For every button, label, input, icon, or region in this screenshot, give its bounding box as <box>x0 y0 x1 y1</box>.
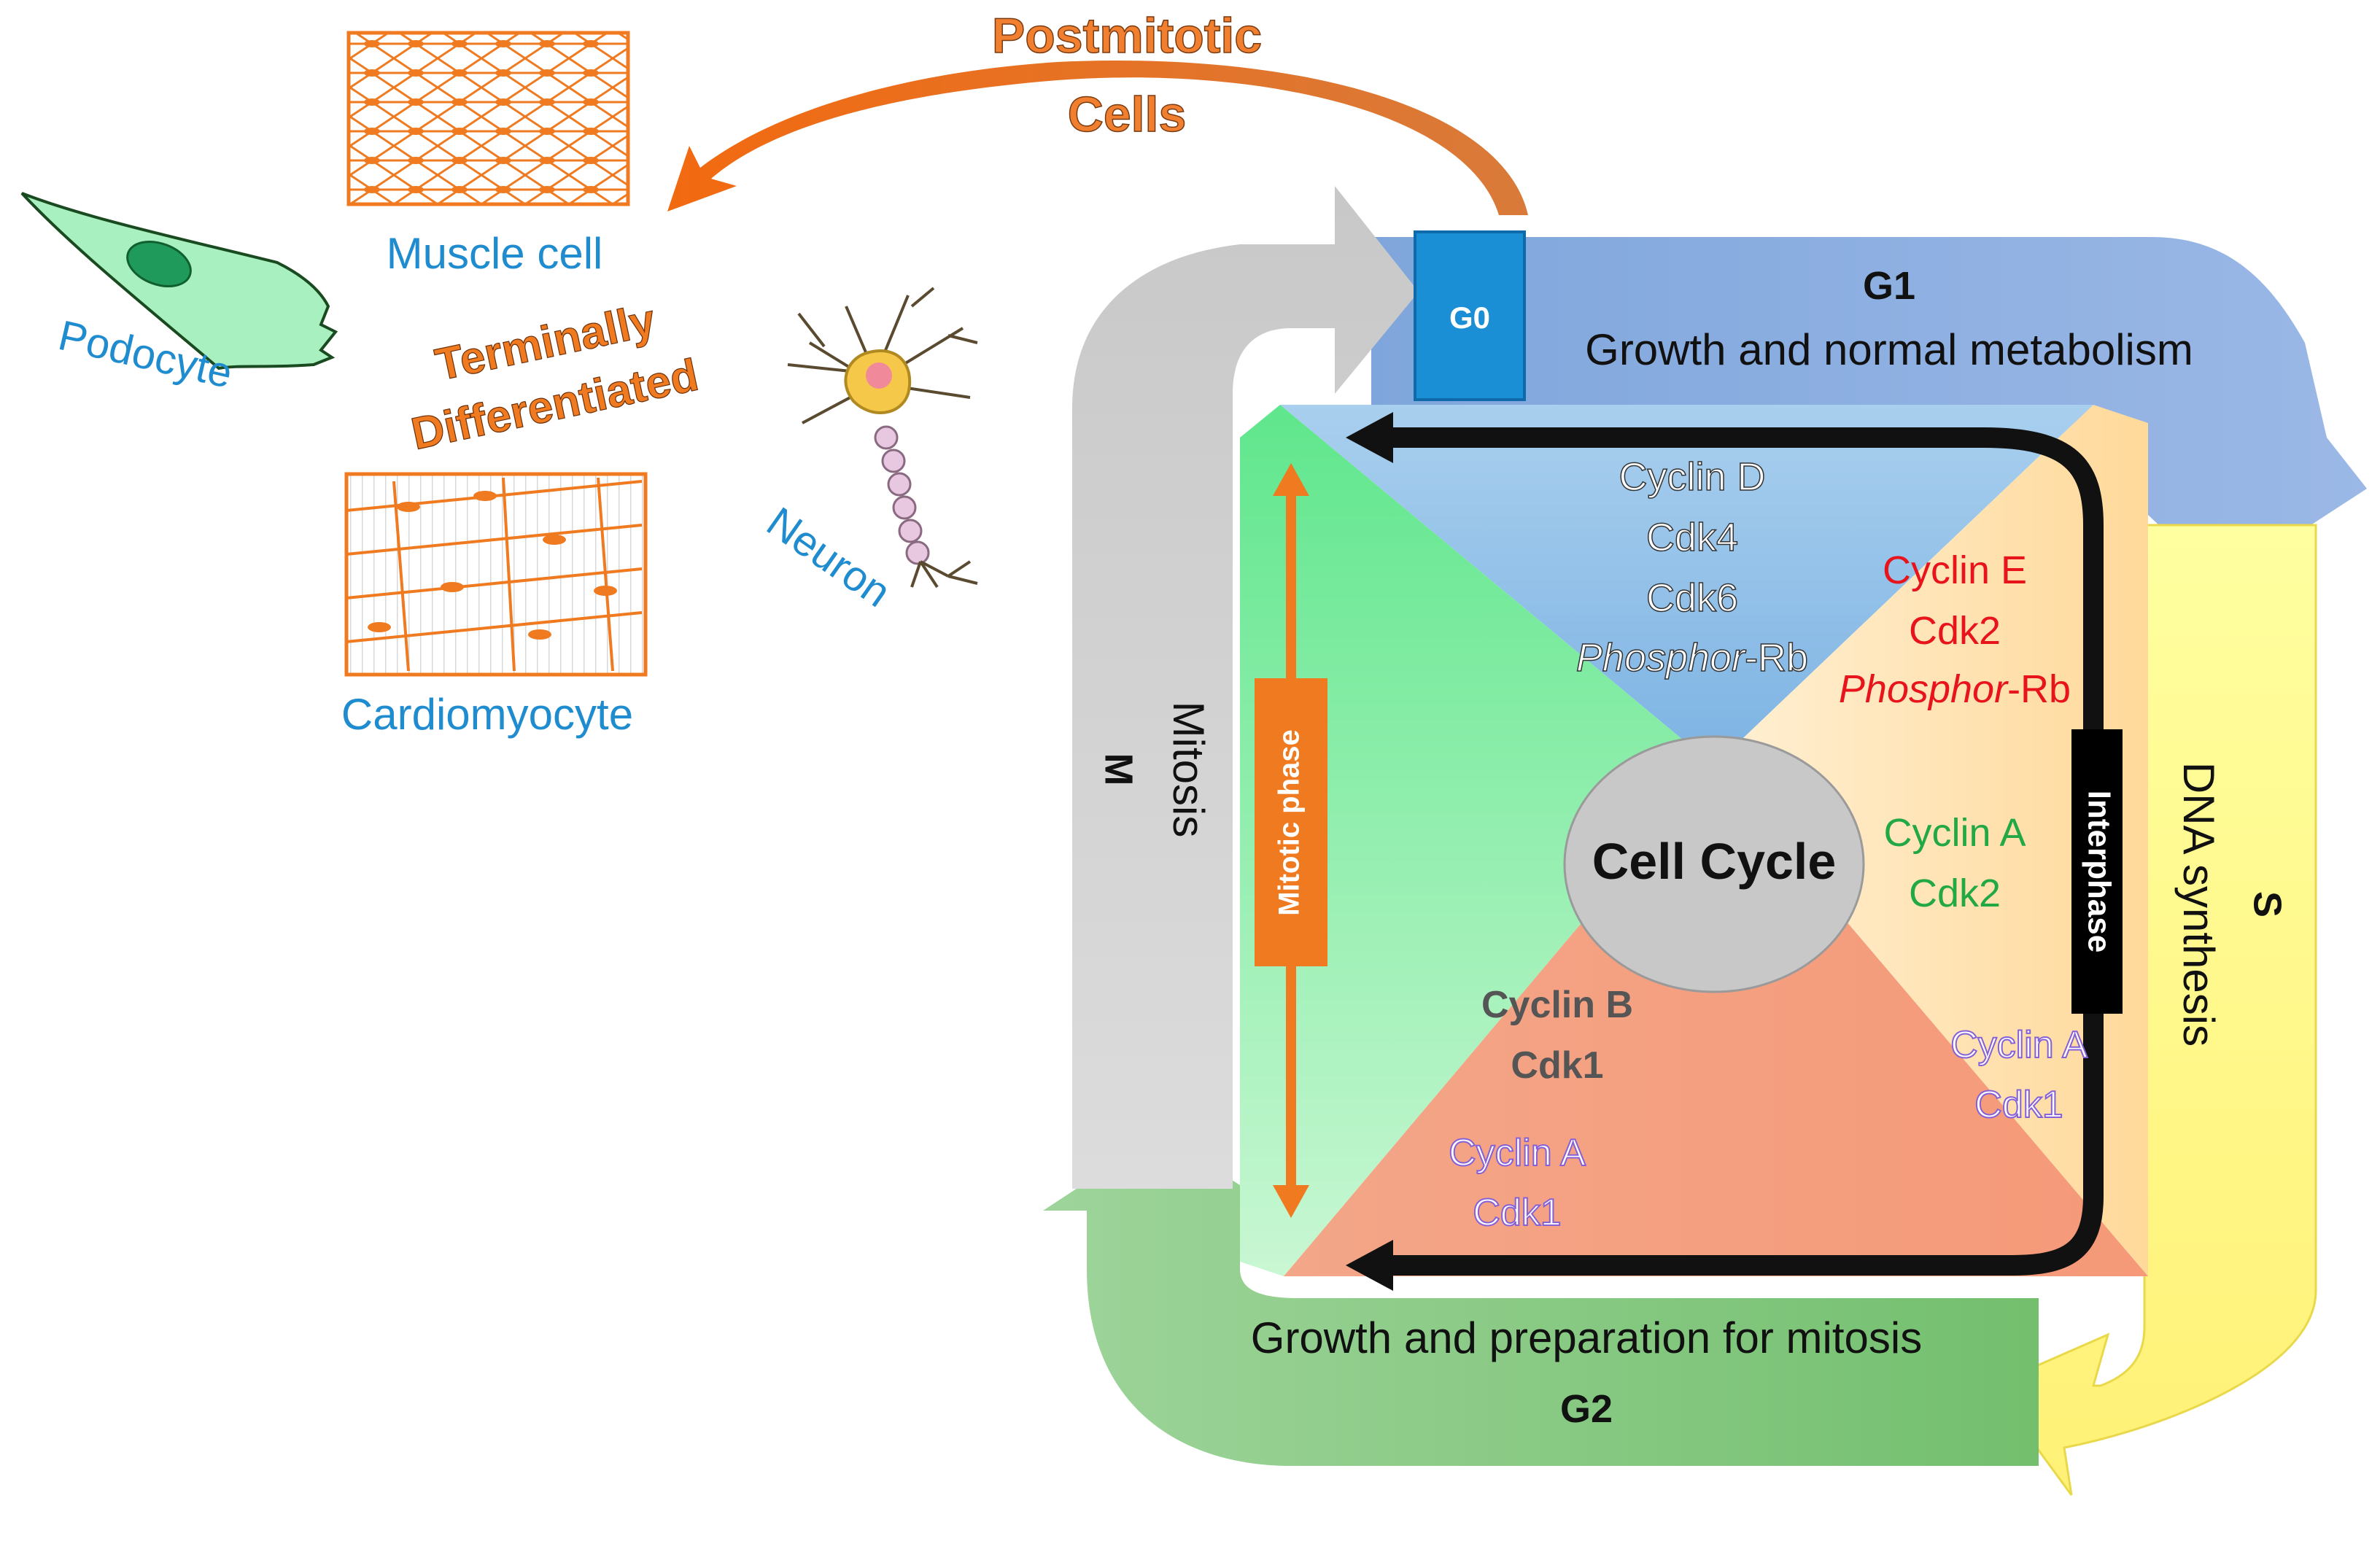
g2-label: G2 <box>1560 1387 1613 1431</box>
interphase-arrow <box>1386 427 2104 1276</box>
muscle-cell-label: Muscle cell <box>387 229 603 278</box>
cell-cycle-title: Cell Cycle <box>1592 833 1837 890</box>
postmitotic-label-line2: Cells <box>1068 87 1187 142</box>
neuron-image <box>787 287 978 589</box>
mitotic-phase-arrow <box>1255 463 1327 1218</box>
cdk1-b-label: Cdk1 <box>1511 1044 1603 1087</box>
cyclin-e-label: Cyclin E <box>1883 548 2027 592</box>
podocyte-image <box>20 192 338 370</box>
m-description: Mitosis <box>1164 702 1213 838</box>
interphase-label: Interphase <box>2081 791 2117 953</box>
g1-description: Growth and normal metabolism <box>1585 325 2193 374</box>
phosphor-g1-italic: Phosphor <box>1576 636 1746 680</box>
cyclin-d-label: Cyclin D <box>1619 455 1765 499</box>
g0-label: G0 <box>1449 300 1490 335</box>
phosphor-g1s-italic: Phosphor <box>1839 667 2009 711</box>
s-arrow <box>1989 524 2317 1496</box>
mitotic-phase-label: Mitotic phase <box>1274 729 1306 916</box>
interphase-arrowhead-top <box>1346 412 1393 463</box>
m-label: M <box>1097 753 1141 786</box>
cdk2-s-label: Cdk2 <box>1909 872 2001 915</box>
cdk4-label: Cdk4 <box>1646 516 1738 559</box>
phosphor-rb-g1s-label: Phosphor-Rb <box>1839 667 2071 711</box>
s-label: S <box>2246 891 2290 917</box>
m-arrow <box>1072 186 1419 1189</box>
cyclin-b-label: Cyclin B <box>1481 984 1633 1026</box>
g2-description: Growth and preparation for mitosis <box>1251 1313 1922 1362</box>
cyclin-a-s-label: Cyclin A <box>1883 811 2026 855</box>
postmitotic-label-line1: Postmitotic <box>992 8 1262 63</box>
cyclin-a-g2-label: Cyclin A <box>1449 1132 1586 1174</box>
rb-g1s-suffix: -Rb <box>2007 667 2071 711</box>
interphase-arrowhead-bottom <box>1346 1240 1393 1291</box>
phosphor-rb-g1-label: Phosphor-Rb <box>1576 636 1808 680</box>
g2-arrow <box>1043 1134 2039 1466</box>
cell-cycle-circle <box>1563 735 1865 993</box>
s-description: DNA synthesis <box>2174 762 2223 1047</box>
rb-g1-suffix: -Rb <box>1745 636 1808 680</box>
cardiomyocyte-label: Cardiomyocyte <box>341 690 633 739</box>
cdk6-label: Cdk6 <box>1646 576 1738 620</box>
cdk2-e-label: Cdk2 <box>1909 609 2001 653</box>
cdk1-late-label: Cdk1 <box>1974 1084 2063 1126</box>
cardiomyocyte-image <box>344 472 648 677</box>
muscle-cell-image <box>346 31 630 206</box>
g1-label: G1 <box>1863 264 1915 308</box>
g0-box <box>1414 230 1526 401</box>
postmitotic-arrow <box>667 61 1528 215</box>
cyclin-a-late-label: Cyclin A <box>1950 1024 2088 1066</box>
cell-cycle-quadrants <box>1240 405 2148 1276</box>
neuron-label: Neuron <box>759 498 899 616</box>
interphase-box <box>2071 729 2123 1014</box>
cdk1-g2-label: Cdk1 <box>1473 1192 1561 1234</box>
